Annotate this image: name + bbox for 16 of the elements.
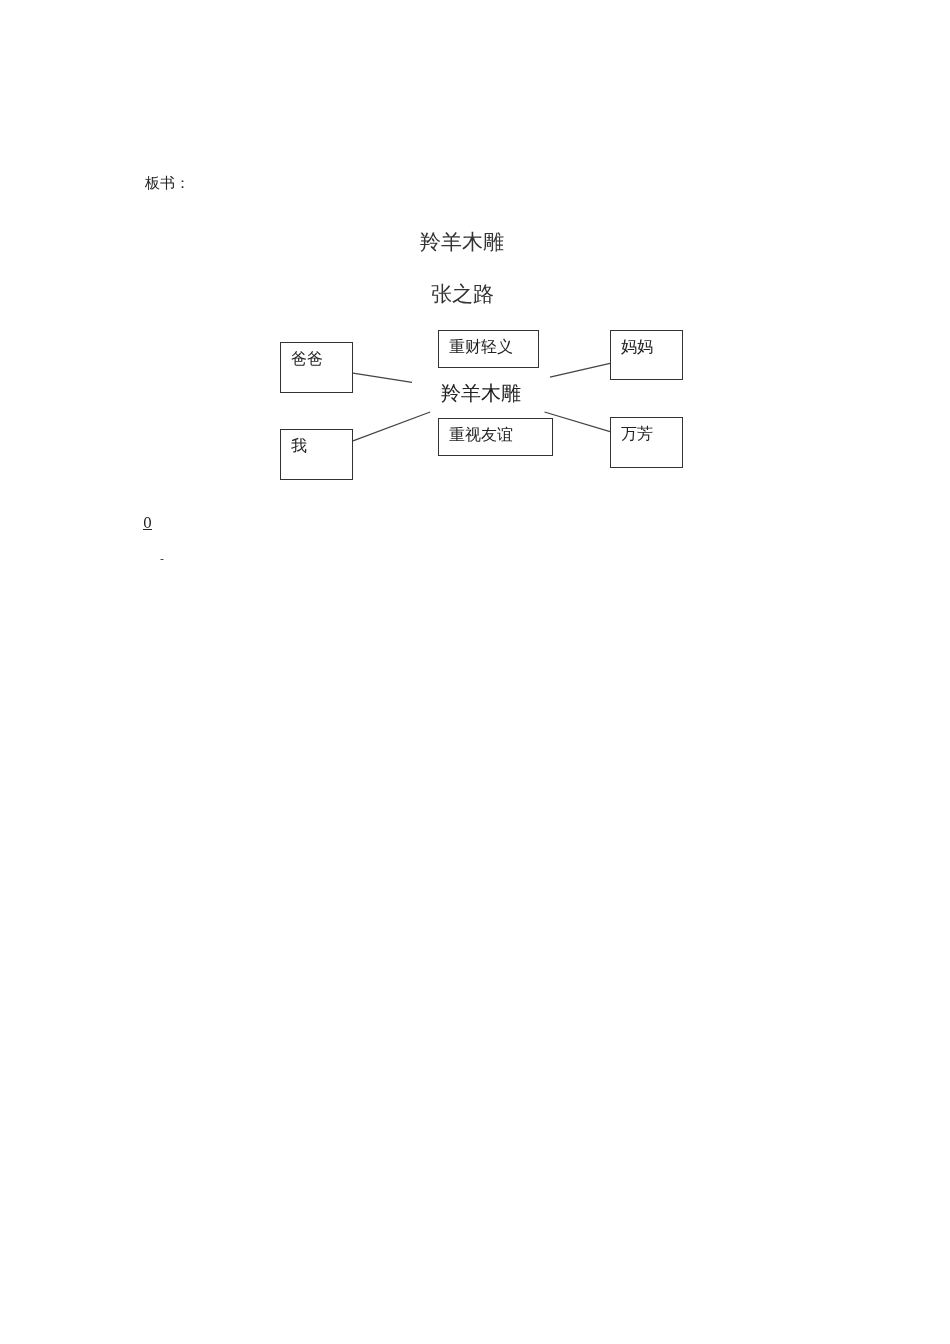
trait-box: 重视友谊 [438,418,553,456]
center-text: 羚羊木雕 [412,374,550,412]
person-box: 爸爸 [280,342,353,393]
person-box: 万芳 [610,417,683,468]
board-heading: 板书： [145,174,190,193]
trait-box: 重财轻义 [438,330,539,368]
connector-line [352,372,413,383]
connector-line [549,362,611,378]
title: 羚羊木雕 [420,229,504,256]
person-box: 妈妈 [610,330,683,380]
page-number: 0 [143,515,152,531]
connector-line [543,411,611,433]
dash-mark: - [160,552,164,565]
person-box: 我 [280,429,353,480]
connector-line [352,411,431,442]
author-name: 张之路 [431,281,494,308]
